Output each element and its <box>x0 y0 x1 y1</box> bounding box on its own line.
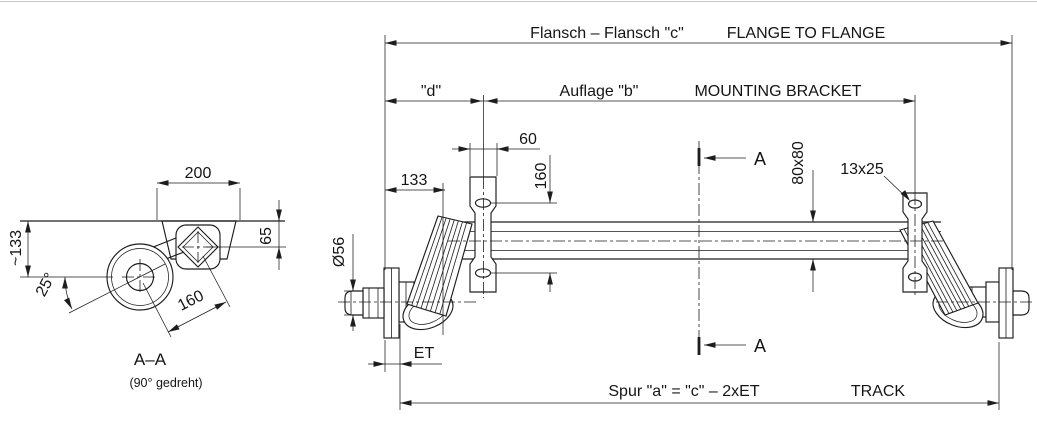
centerlines <box>338 95 1035 303</box>
labels: Flansch – Flansch "c" FLANGE TO FLANGE "… <box>8 25 905 400</box>
flange-to-flange-label-en: FLANGE TO FLANGE <box>727 25 886 42</box>
d-dimension-label: "d" <box>421 83 441 100</box>
section-drop-value: ~133 <box>8 230 25 266</box>
arrowhead <box>276 209 282 221</box>
arrowhead <box>704 155 716 161</box>
arrowhead <box>987 400 999 406</box>
left-bracket-slot-top <box>474 198 492 208</box>
flange-to-flange-label-de: Flansch – Flansch "c" <box>530 25 684 42</box>
arrowhead <box>400 361 412 367</box>
tube-section-value: 80x80 <box>790 141 807 185</box>
axle-tube <box>450 221 941 260</box>
arrowhead <box>470 98 482 104</box>
arrowhead <box>25 265 31 277</box>
section-view-note: (90° gedreht) <box>129 376 202 390</box>
section-width-value: 200 <box>185 165 212 182</box>
arrowhead <box>810 259 816 271</box>
section-marker-bottom: A <box>754 336 766 356</box>
section-view-title: A–A <box>134 350 167 369</box>
hole-spacing-value: 160 <box>533 163 550 190</box>
left-mounting-bracket <box>469 176 497 293</box>
arrowhead <box>385 40 397 46</box>
section-view <box>20 182 286 338</box>
arrowhead <box>62 277 68 289</box>
mounting-bracket-label-de: Auflage "b" <box>560 83 639 100</box>
arrowhead <box>433 187 445 193</box>
arrowhead <box>385 187 397 193</box>
arrowhead <box>350 315 356 327</box>
arrowhead <box>350 279 356 291</box>
arrowhead <box>157 180 169 186</box>
section-cut-line <box>697 141 746 355</box>
arrowhead <box>214 302 226 310</box>
arm-angle-value: 25° <box>33 270 59 299</box>
arrowhead <box>810 210 816 222</box>
arrowhead <box>458 146 470 152</box>
hub-diameter-value: Ø56 <box>331 237 348 267</box>
right-grease-cap <box>1012 290 1030 316</box>
track-label-de: Spur "a" = "c" – 2xET <box>608 383 759 400</box>
slot-size-value: 13x25 <box>840 161 884 178</box>
dimension-arrowheads <box>25 40 1012 406</box>
arrowhead <box>276 247 282 259</box>
arrowhead <box>168 324 180 332</box>
arrowhead <box>497 146 509 152</box>
left-grease-cap <box>344 290 364 316</box>
mounting-bracket-label-en: MOUNTING BRACKET <box>694 83 861 100</box>
section-depth-value: 65 <box>258 227 275 245</box>
arrowhead <box>64 297 72 309</box>
arrowhead <box>1000 40 1012 46</box>
arrowhead <box>400 400 412 406</box>
arrowhead <box>486 98 498 104</box>
arrowhead <box>547 191 553 203</box>
arrowhead <box>903 98 915 104</box>
arrowhead <box>25 221 31 233</box>
arrowhead <box>704 342 716 348</box>
bracket-width-value: 60 <box>519 131 537 148</box>
flange-to-arm-value: 133 <box>401 172 428 189</box>
arm-axis-line <box>68 263 166 314</box>
wheel-offset-label: ET <box>414 345 435 362</box>
arm-length-value: 160 <box>175 287 207 314</box>
left-suspension-arm <box>402 215 473 331</box>
arrowhead <box>900 190 910 201</box>
track-label-en: TRACK <box>851 383 906 400</box>
main-view <box>338 35 1035 410</box>
arrowhead <box>228 180 240 186</box>
arrowhead <box>373 361 385 367</box>
arrowhead <box>385 98 397 104</box>
section-marker-top: A <box>754 149 766 169</box>
left-bracket-slot-bottom <box>474 268 492 278</box>
arrowhead <box>547 273 553 285</box>
left-arm-hatch <box>411 216 467 315</box>
